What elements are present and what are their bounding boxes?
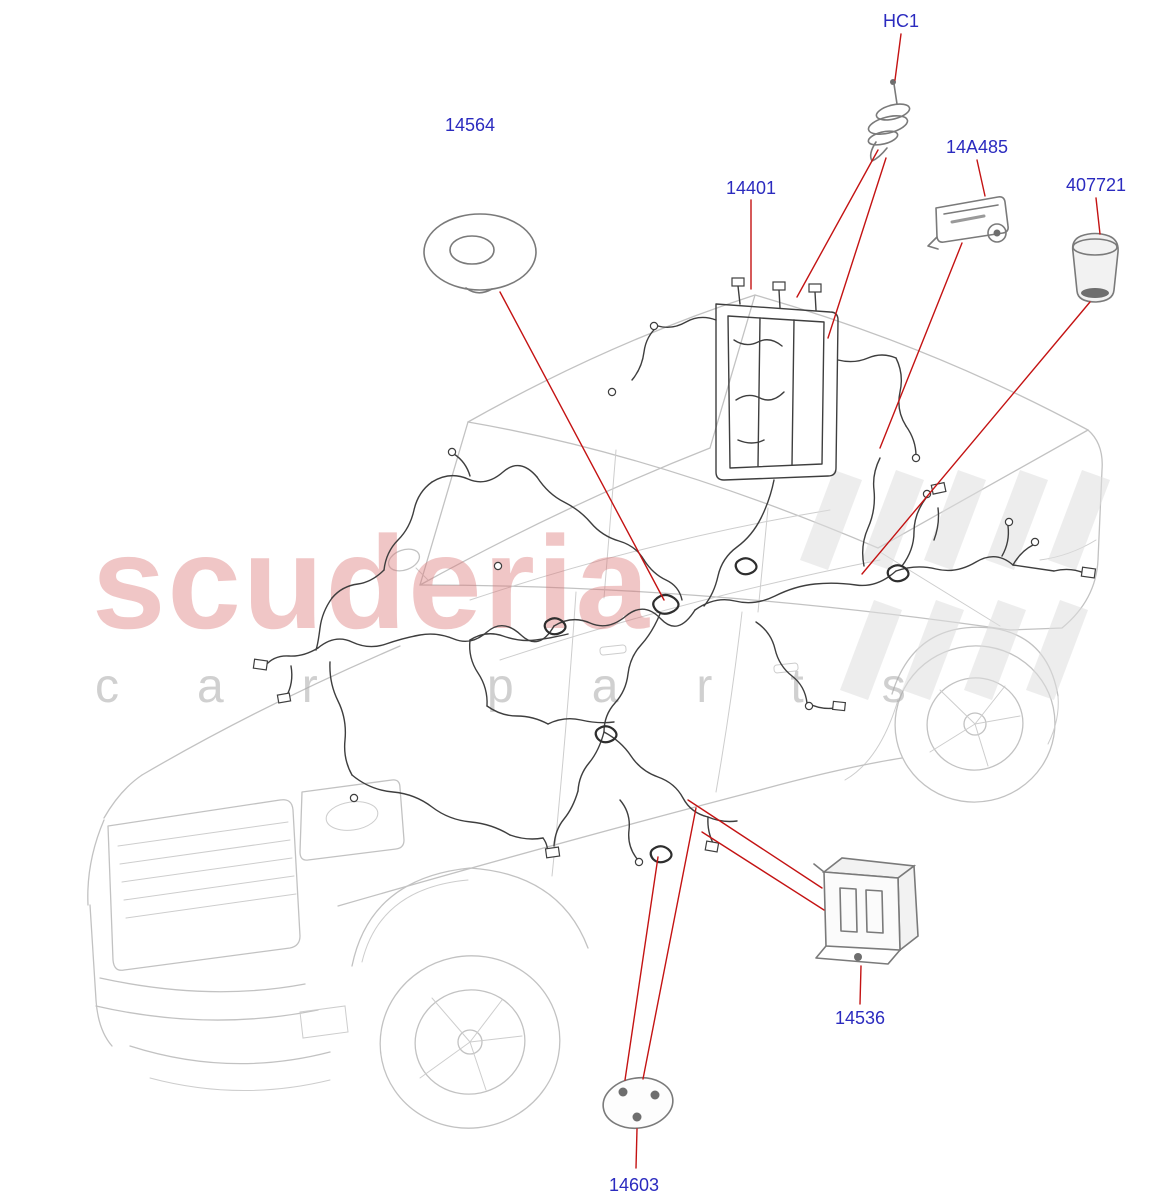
- part-drawing-407721: [1071, 232, 1119, 303]
- part-label-hc1: HC1: [883, 11, 919, 31]
- leader-14603-a: [624, 856, 659, 1081]
- part-label-407721: 407721: [1066, 175, 1126, 195]
- leader-14603-c: [635, 1128, 638, 1169]
- watermark: scuderia car parts: [92, 470, 1110, 713]
- part-label-14603: 14603: [609, 1175, 659, 1195]
- leader-14a485-b: [879, 242, 963, 449]
- leader-407721-a: [1095, 197, 1101, 235]
- leader-14536-c: [859, 965, 862, 1005]
- leader-hc1-c: [827, 157, 887, 339]
- part-label-14536: 14536: [835, 1008, 885, 1028]
- part-drawing-14564: [423, 213, 537, 294]
- part-drawing-hc1: [867, 79, 911, 162]
- vehicle-outline-sketch: [87, 294, 1103, 1129]
- leader-14536-b: [701, 831, 825, 911]
- watermark-text-primary: scuderia: [92, 509, 651, 656]
- leader-hc1-a: [894, 33, 902, 81]
- part-label-14401: 14401: [726, 178, 776, 198]
- checkered-flag-watermark: [800, 470, 1110, 700]
- leader-lines: [499, 33, 1101, 1169]
- leader-14564: [499, 291, 665, 601]
- part-labels: 14564 HC1 14401 14A485 407721 14536 1460…: [445, 11, 1126, 1195]
- watermark-text-secondary: car parts: [95, 660, 984, 713]
- part-label-14564: 14564: [445, 115, 495, 135]
- part-drawing-14603: [602, 1076, 674, 1130]
- leader-407721-b: [861, 301, 1091, 575]
- leader-14a485-a: [976, 159, 986, 197]
- leader-14603-b: [642, 807, 697, 1080]
- leader-hc1-b: [796, 149, 879, 298]
- part-label-14a485: 14A485: [946, 137, 1008, 157]
- part-drawing-14a485: [927, 196, 1009, 250]
- part-drawing-14536: [813, 857, 919, 965]
- leader-14536-a: [687, 799, 823, 889]
- wiring-harness: [252, 277, 1097, 867]
